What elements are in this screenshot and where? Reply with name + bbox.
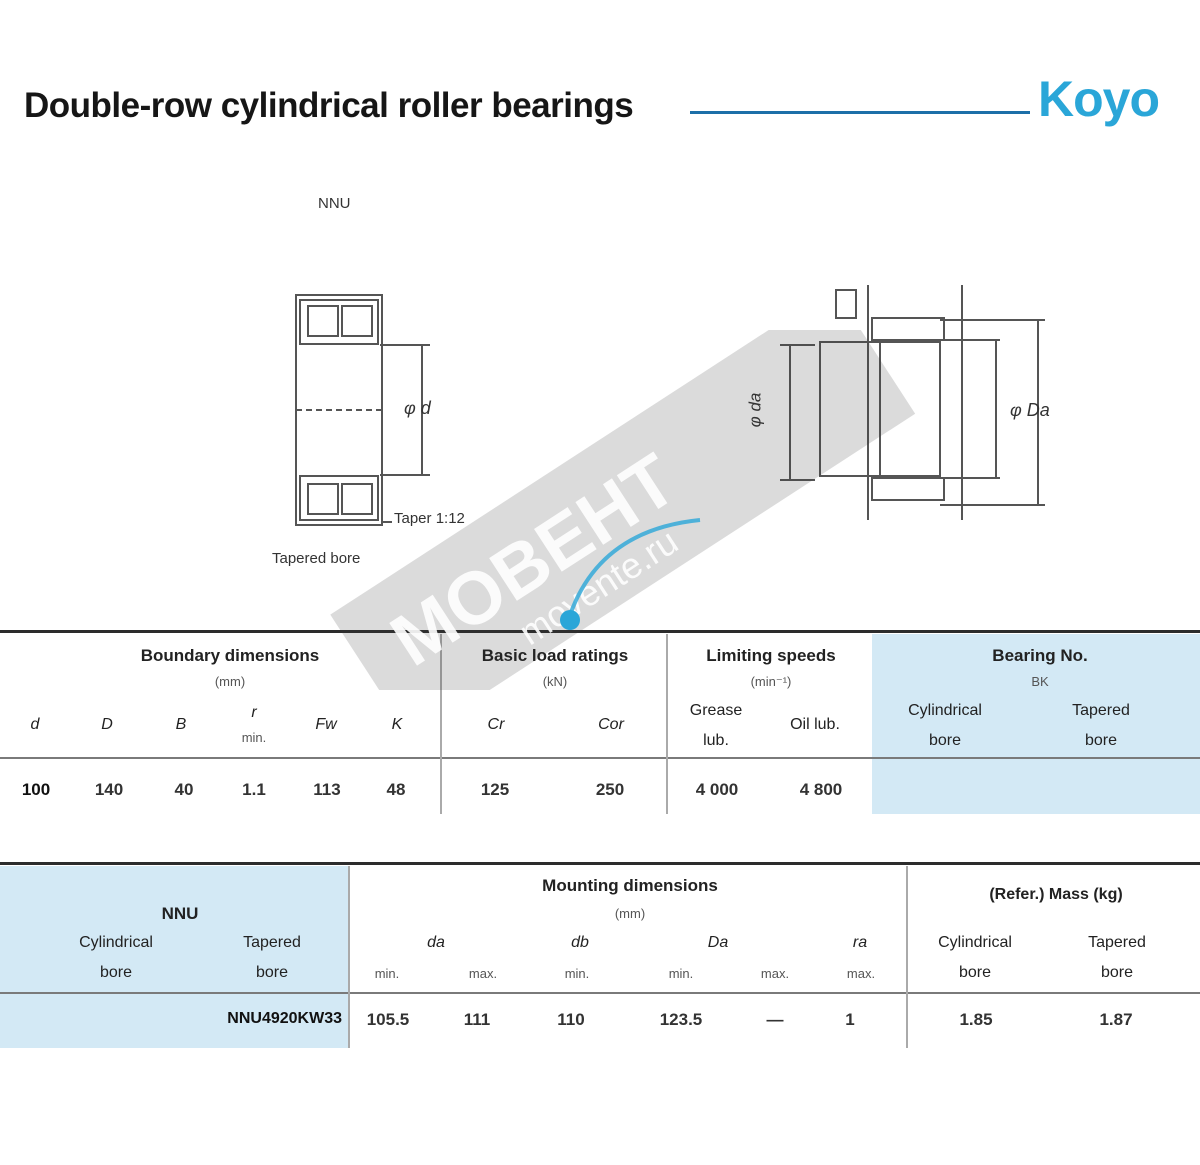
tapered-bore-label: Tapered bore <box>272 550 361 567</box>
mass-header: (Refer.) Mass (kg) <box>989 886 1123 903</box>
col-da: da <box>427 934 445 951</box>
col-da-min: min. <box>374 966 400 981</box>
val-d: 100 <box>21 780 51 799</box>
val-part-no: NNU4920KW33 <box>227 1010 342 1027</box>
col-D: D <box>101 716 113 733</box>
table2-header-rule <box>0 992 1200 994</box>
col-r-sub: min. <box>241 730 267 745</box>
val-mass-tap: 1.87 <box>1099 1010 1133 1029</box>
col-Da-min: min. <box>668 966 694 981</box>
col-r: r <box>251 704 257 721</box>
nnu-header: NNU <box>161 904 199 923</box>
col-da-max: max. <box>468 966 498 981</box>
val-r: 1.1 <box>242 780 266 799</box>
col-oil: Oil lub. <box>790 716 840 733</box>
nnu-tap-bore: Tapered <box>243 934 301 951</box>
bearing-cross-section <box>295 294 430 526</box>
bearing-type-label: NNU <box>318 195 351 212</box>
mounting-dimensions-header: Mounting dimensions <box>542 876 718 895</box>
boundary-dimensions-unit: (mm) <box>214 674 246 689</box>
val-mass-cyl: 1.85 <box>959 1010 993 1029</box>
mounting-drawing <box>780 285 1045 520</box>
table1-top-rule <box>0 630 1200 633</box>
col-cyl-bore-sub: bore <box>928 732 962 749</box>
val-B: 40 <box>174 780 194 799</box>
load-ratings-unit: (kN) <box>542 674 568 689</box>
boundary-dimensions-header: Boundary dimensions <box>140 646 320 665</box>
bearing-no-header: Bearing No. <box>992 646 1088 665</box>
Da-diameter-label: φ Da <box>1010 400 1050 420</box>
mass-tap-bore: Tapered <box>1088 934 1146 951</box>
table1-header-rule <box>0 757 1200 759</box>
col-Da: Da <box>707 934 729 951</box>
col-tap-bore: Tapered <box>1072 702 1130 719</box>
col-Cor: Cor <box>598 716 624 733</box>
bearing-drawing <box>295 285 1045 526</box>
col-grease: Grease <box>689 702 743 719</box>
val-da-max: 111 <box>463 1010 491 1029</box>
val-Fw: 113 <box>313 780 341 799</box>
col-grease-sub: lub. <box>703 732 729 749</box>
col-Da-max: max. <box>760 966 790 981</box>
page-title: Double-row cylindrical roller bearings <box>24 86 634 125</box>
limiting-speeds-header: Limiting speeds <box>706 646 836 665</box>
col-tap-bore-sub: bore <box>1084 732 1118 749</box>
col-B: B <box>175 716 187 733</box>
val-Da-min: 123.5 <box>659 1010 703 1029</box>
val-ra-max: 1 <box>845 1010 855 1029</box>
nnu-cyl-bore: Cylindrical <box>79 934 153 951</box>
limiting-speeds-unit: (min⁻¹) <box>750 674 792 689</box>
load-ratings-header: Basic load ratings <box>481 646 629 665</box>
taper-label: Taper 1:12 <box>394 510 465 527</box>
title-rule <box>690 111 1030 114</box>
bore-diameter-label: φ d <box>404 398 431 418</box>
mass-tap-bore-sub: bore <box>1100 964 1134 981</box>
col-ra: ra <box>852 934 868 951</box>
brand-logo: Koyo <box>1038 71 1160 127</box>
mass-cyl-bore-sub: bore <box>958 964 992 981</box>
col-ra-max: max. <box>846 966 876 981</box>
da-diameter-label: φ da <box>745 392 765 428</box>
val-D: 140 <box>94 780 124 799</box>
val-K: 48 <box>386 780 406 799</box>
val-db-min: 110 <box>557 1010 585 1029</box>
nnu-cyl-bore-sub: bore <box>99 964 133 981</box>
col-Cr: Cr <box>487 716 505 733</box>
bearing-no-sub: BK <box>1031 674 1049 689</box>
val-oil: 4 800 <box>799 780 843 799</box>
col-d: d <box>30 716 40 733</box>
val-Cor: 250 <box>595 780 625 799</box>
val-da-min: 105.5 <box>366 1010 410 1029</box>
col-cyl-bore: Cylindrical <box>908 702 982 719</box>
col-db-min: min. <box>564 966 590 981</box>
nnu-header-fill <box>0 866 348 1048</box>
val-Cr: 125 <box>480 780 510 799</box>
mass-cyl-bore: Cylindrical <box>938 934 1012 951</box>
bearing-no-header-fill <box>872 634 1200 814</box>
table2-top-rule <box>0 862 1200 865</box>
col-db: db <box>571 934 589 951</box>
nnu-tap-bore-sub: bore <box>255 964 289 981</box>
col-K: K <box>391 716 403 733</box>
val-grease: 4 000 <box>695 780 739 799</box>
mounting-dimensions-unit: (mm) <box>614 906 646 921</box>
col-Fw: Fw <box>315 716 337 733</box>
val-Da-max: — <box>766 1010 784 1029</box>
